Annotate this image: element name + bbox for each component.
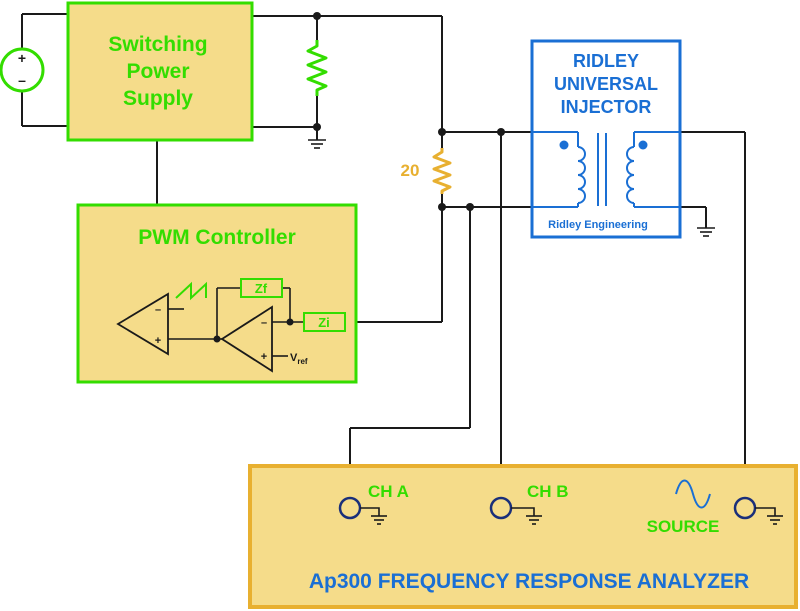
- dc-source-minus: –: [18, 72, 26, 88]
- ch-a-label: CH A: [368, 482, 409, 501]
- junction-load-top: [313, 12, 321, 20]
- junction-ch-a: [466, 203, 474, 211]
- source-ground-lead: [755, 507, 776, 516]
- wires: [21, 13, 746, 498]
- source-label: SOURCE: [647, 517, 720, 536]
- junction-dots: [313, 12, 505, 211]
- ch-a-bnc[interactable]: [338, 496, 362, 520]
- power-supply-label-1: Switching: [108, 33, 207, 56]
- injector-title-3: INJECTOR: [561, 97, 652, 117]
- analyzer-block: Ap300 FREQUENCY RESPONSE ANALYZER CH A C…: [248, 464, 798, 609]
- junction-load-bottom: [313, 123, 321, 131]
- vref-label: Vref: [290, 352, 308, 366]
- pwm-node-left: [213, 335, 221, 343]
- secondary-dot: [638, 140, 648, 150]
- secondary-winding: [626, 146, 635, 204]
- vref-subscript: ref: [297, 357, 308, 366]
- junction-ch-b: [497, 128, 505, 136]
- source-ground-icon: [767, 515, 783, 525]
- ch-b-connector[interactable]: [489, 496, 542, 525]
- pwm-controller-title: PWM Controller: [138, 226, 296, 249]
- zi-impedance: [303, 312, 346, 332]
- erramp-minus-sign: –: [261, 317, 267, 329]
- source-bnc[interactable]: [733, 496, 757, 520]
- ch-b-ground-icon: [526, 515, 542, 525]
- comparator-plus-sign: +: [155, 335, 161, 347]
- ch-a-connector[interactable]: [338, 496, 387, 525]
- zf-impedance: [240, 278, 283, 298]
- dc-source-circle: [0, 47, 45, 93]
- source-connector[interactable]: [733, 496, 783, 525]
- ch-b-ground-lead: [511, 507, 535, 516]
- switching-power-supply-block: Switching Power Supply: [66, 1, 254, 142]
- pwm-comparator: [116, 292, 169, 356]
- ch-a-ground-icon: [371, 515, 387, 525]
- pwm-node-right: [286, 318, 294, 326]
- ch-a-ground-lead: [360, 507, 380, 516]
- primary-dot: [559, 140, 569, 150]
- power-supply-label-3: Supply: [123, 87, 193, 110]
- pwm-controller-block: PWM Controller – + – + Zf Zi Vre: [76, 203, 358, 384]
- injection-resistor: [432, 148, 452, 194]
- injector-transformer: [532, 131, 680, 208]
- zf-label: Zf: [255, 281, 268, 296]
- comparator-minus-sign: –: [155, 304, 161, 316]
- injector-block: RIDLEY UNIVERSAL INJECTOR Ridley Enginee…: [530, 39, 682, 239]
- analyzer-box: [248, 464, 798, 609]
- ground-symbol-supply: [308, 139, 326, 149]
- ground-symbol-injector: [697, 227, 715, 237]
- error-amplifier: [220, 305, 273, 373]
- injector-footer: Ridley Engineering: [548, 219, 648, 231]
- junction-node-bottom-left: [438, 203, 446, 211]
- injector-title-2: UNIVERSAL: [554, 74, 658, 94]
- dc-voltage-source: + –: [0, 47, 45, 93]
- ch-b-label: CH B: [527, 482, 569, 501]
- junction-node-top-left: [438, 128, 446, 136]
- ch-b-bnc[interactable]: [489, 496, 513, 520]
- injection-resistor-value: 20: [401, 161, 420, 180]
- injector-title-1: RIDLEY: [573, 51, 639, 71]
- power-supply-label-2: Power: [126, 60, 189, 83]
- analyzer-title: Ap300 FREQUENCY RESPONSE ANALYZER: [309, 570, 749, 593]
- sawtooth-icon: [175, 281, 207, 301]
- erramp-plus-sign: +: [261, 351, 267, 363]
- sine-wave-icon: [675, 479, 711, 509]
- zi-label: Zi: [318, 315, 330, 330]
- dc-source-plus: +: [18, 50, 26, 66]
- primary-winding: [577, 146, 586, 204]
- load-resistor: [306, 40, 328, 96]
- power-supply-box: [66, 1, 254, 142]
